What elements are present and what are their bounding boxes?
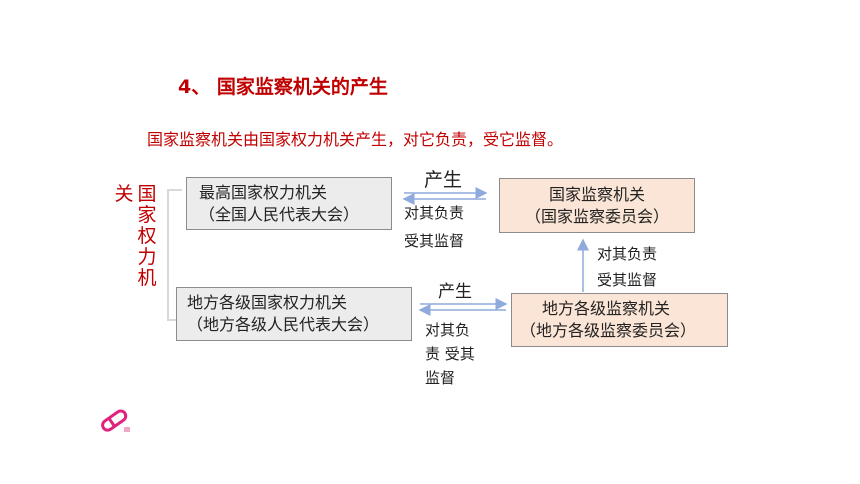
top-relation-2: 受其监督 [404,232,465,250]
slide-subtitle: 国家监察机关由国家权力机关产生，对它负责，受它监督。 [147,130,564,149]
bottom-relation-2: 责 受其 [425,345,475,363]
left-bracket [167,189,182,321]
pencil-eraser-icon [101,409,130,432]
top-arrow-label: 产生 [424,169,463,191]
side-label-vertical: 国 家 权 力 机 [137,183,157,289]
national-power-box: 最高国家权力机关 （全国人民代表大会） [186,177,392,230]
bottom-arrow-label: 产生 [438,282,472,302]
vertical-relation-2: 受其监督 [597,271,658,289]
bottom-relation-1: 对其负 [425,321,471,339]
side-label-top: 关 [114,183,134,205]
slide-title: 4、 国家监察机关的产生 [178,76,388,98]
local-supervision-box: 地方各级监察机关 （地方各级监察委员会） [511,293,728,347]
top-relation-1: 对其负责 [404,204,465,222]
bottom-relation-3: 监督 [425,369,456,387]
local-power-box: 地方各级国家权力机关 （地方各级人民代表大会） [176,287,412,341]
national-supervision-box: 国家监察机关 （国家监察委员会） [499,178,695,233]
vertical-relation-1: 对其负责 [597,245,658,263]
